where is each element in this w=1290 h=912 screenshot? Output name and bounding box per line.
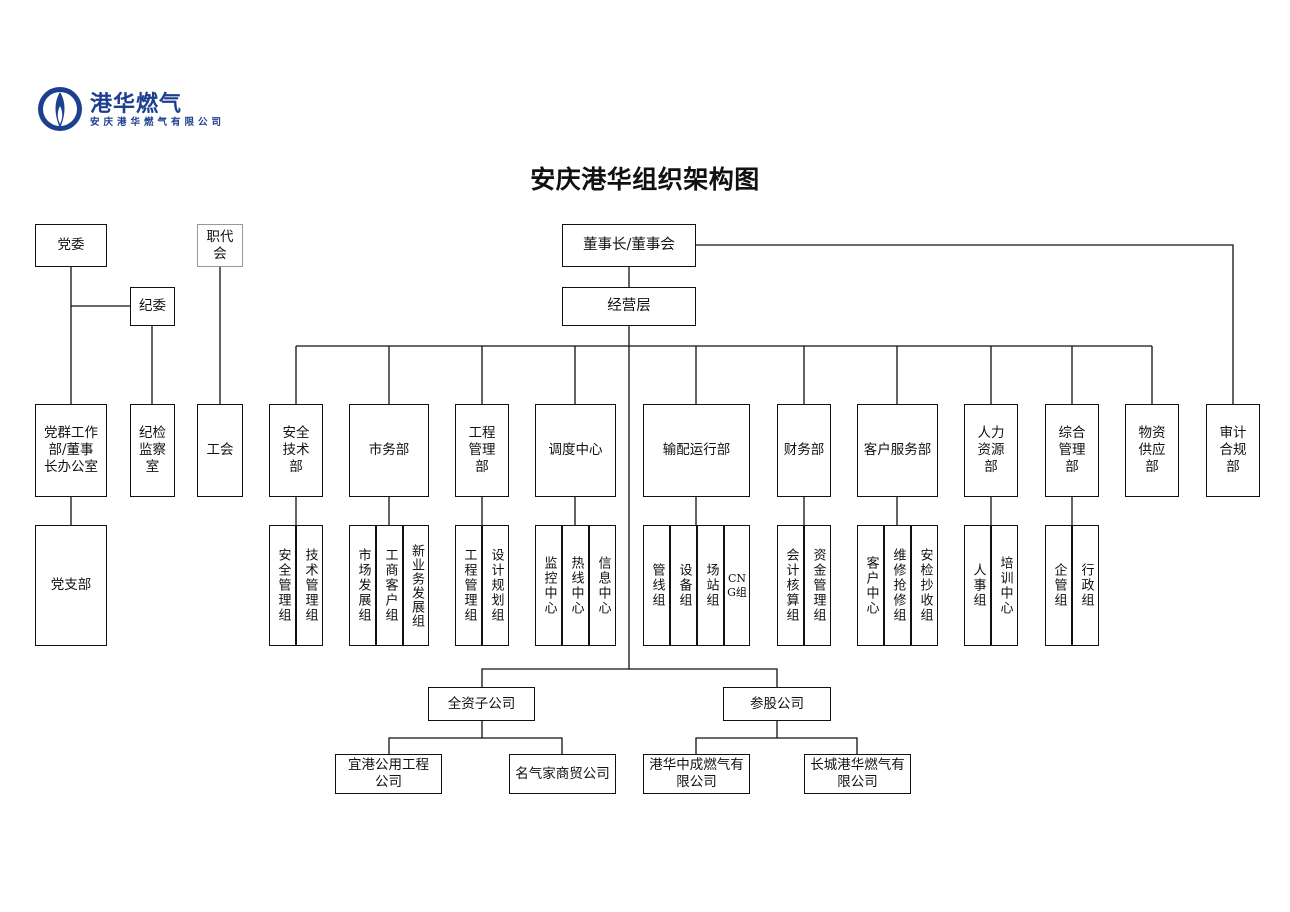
node-party-branch: 党支部: [35, 525, 107, 646]
sub-group: 技术管理组: [296, 525, 323, 646]
node-subsidiaries: 全资子公司: [428, 687, 535, 721]
sub-group-label: 新业务发展组: [409, 543, 424, 628]
sub-group: 工程管理组: [455, 525, 482, 646]
sub-group-label: CNG组: [727, 571, 747, 599]
node-safety: 安全技术部: [269, 404, 323, 497]
node-discipline-office: 纪检监察室: [130, 404, 175, 497]
sub-group: 热线中心: [562, 525, 589, 646]
sub-group: 工商客户组: [376, 525, 403, 646]
sub-group-label: 设备组: [676, 563, 692, 608]
sub-group-label: 人事组: [970, 563, 986, 608]
sub-group: 客户中心: [857, 525, 884, 646]
node-dispatch: 调度中心: [535, 404, 616, 497]
sub-group-label: 安全管理组: [275, 548, 291, 623]
node-audit: 审计合规部: [1206, 404, 1260, 497]
sub-group-label: 场站组: [703, 563, 719, 608]
sub-group-label: 监控中心: [541, 555, 557, 616]
node-affiliates: 参股公司: [723, 687, 831, 721]
node-party-office: 党群工作部/董事长办公室: [35, 404, 107, 497]
node-changcheng: 长城港华燃气有限公司: [804, 754, 911, 794]
node-labor-union: 工会: [197, 404, 243, 497]
node-transmission: 输配运行部: [643, 404, 750, 497]
sub-group: 企管组: [1045, 525, 1072, 646]
node-general: 综合管理部: [1045, 404, 1099, 497]
sub-group: 信息中心: [589, 525, 616, 646]
node-hr: 人力资源部: [964, 404, 1018, 497]
sub-group: 资金管理组: [804, 525, 831, 646]
sub-group: 维修抢修组: [884, 525, 911, 646]
sub-group-label: 信息中心: [595, 555, 611, 616]
sub-group-label: 行政组: [1078, 563, 1094, 608]
node-supply: 物资供应部: [1125, 404, 1179, 497]
sub-group: 安全管理组: [269, 525, 296, 646]
node-workers-congress: 职代会: [197, 224, 243, 267]
sub-group: 会计核算组: [777, 525, 804, 646]
node-party-committee: 党委: [35, 224, 107, 267]
sub-group-label: 设计规划组: [488, 548, 504, 623]
flame-logo-icon: [38, 87, 82, 131]
sub-group: 安检抄收组: [911, 525, 938, 646]
company-logo: 港华燃气 安庆港华燃气有限公司: [36, 84, 246, 134]
sub-group: 培训中心: [991, 525, 1018, 646]
chart-title: 安庆港华组织架构图: [530, 165, 760, 194]
logo-brand-text: 港华燃气: [90, 92, 183, 117]
node-engineering: 工程管理部: [455, 404, 509, 497]
sub-group: 管线组: [643, 525, 670, 646]
sub-group-label: 市场发展组: [355, 548, 371, 623]
node-yigang: 宜港公用工程公司: [335, 754, 442, 794]
sub-group-label: 会计核算组: [783, 548, 799, 623]
sub-group: 监控中心: [535, 525, 562, 646]
sub-group: 行政组: [1072, 525, 1099, 646]
sub-group: CNG组: [724, 525, 750, 646]
sub-group: 市场发展组: [349, 525, 376, 646]
sub-group-label: 企管组: [1051, 563, 1067, 608]
node-management: 经营层: [562, 287, 696, 326]
sub-group: 人事组: [964, 525, 991, 646]
logo-subtitle: 安庆港华燃气有限公司: [90, 117, 226, 128]
node-finance: 财务部: [777, 404, 831, 497]
node-market: 市务部: [349, 404, 429, 497]
node-board: 董事长/董事会: [562, 224, 696, 267]
sub-group-label: 热线中心: [568, 555, 584, 616]
sub-group-label: 客户中心: [863, 555, 879, 616]
sub-group-label: 安检抄收组: [917, 548, 933, 623]
sub-group-label: 培训中心: [997, 555, 1013, 616]
sub-group-label: 工程管理组: [461, 548, 477, 623]
sub-group: 设计规划组: [482, 525, 509, 646]
sub-group: 新业务发展组: [403, 525, 429, 646]
node-customer: 客户服务部: [857, 404, 938, 497]
node-zhongcheng: 港华中成燃气有限公司: [643, 754, 750, 794]
sub-group: 设备组: [670, 525, 697, 646]
sub-group-label: 维修抢修组: [890, 548, 906, 623]
node-discipline-committee: 纪委: [130, 287, 175, 326]
sub-group-label: 工商客户组: [382, 548, 398, 623]
sub-group-label: 管线组: [649, 563, 665, 608]
sub-group-label: 技术管理组: [302, 548, 318, 623]
sub-group: 场站组: [697, 525, 724, 646]
node-mingqijia: 名气家商贸公司: [509, 754, 616, 794]
sub-group-label: 资金管理组: [810, 548, 826, 623]
